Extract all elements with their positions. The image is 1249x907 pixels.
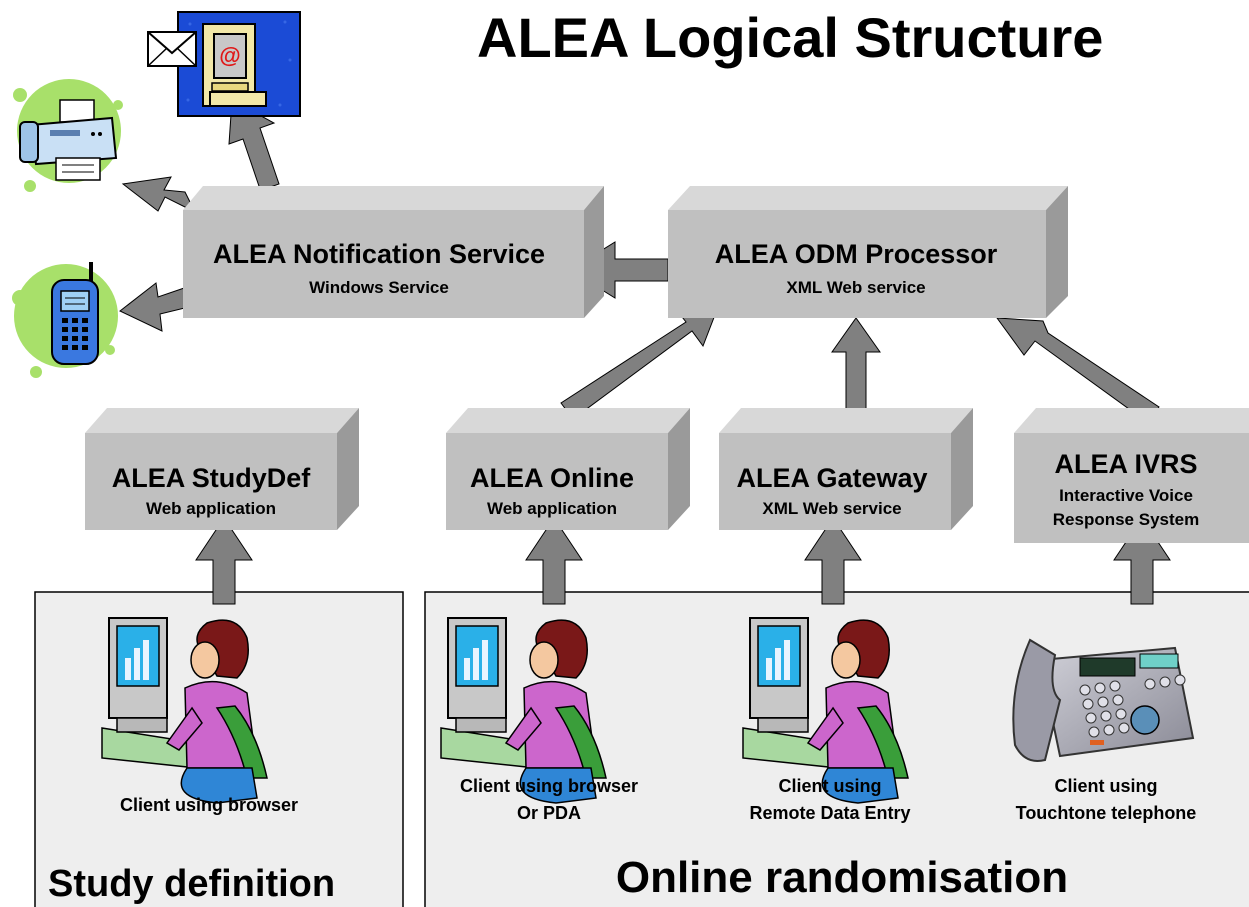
ivrs-subtitle-line1: Interactive Voice xyxy=(1059,486,1193,505)
odm-processor-box: ALEA ODM Processor XML Web service xyxy=(668,186,1068,318)
studydef-box: ALEA StudyDef Web application xyxy=(85,408,359,530)
arrow-ivrs-to-odm xyxy=(995,317,1160,423)
desk-telephone-icon xyxy=(1012,638,1195,762)
arrow-client-to-gateway xyxy=(804,517,862,605)
odm-processor-subtitle: XML Web service xyxy=(786,278,925,297)
mobile-phone-icon xyxy=(12,262,118,378)
gateway-box: ALEA Gateway XML Web service xyxy=(719,408,973,530)
client-telephone-line2: Touchtone telephone xyxy=(1016,803,1197,823)
ivrs-subtitle-line2: Response System xyxy=(1053,510,1199,529)
diagram-title: ALEA Logical Structure xyxy=(477,6,1103,69)
arrow-client-to-studydef xyxy=(195,517,253,605)
fax-icon xyxy=(13,79,123,192)
online-box: ALEA Online Web application xyxy=(446,408,690,530)
online-randomisation-label: Online randomisation xyxy=(616,853,1068,902)
client-browser-label: Client using browser xyxy=(120,795,298,815)
studydef-subtitle: Web application xyxy=(146,499,276,518)
svg-text:@: @ xyxy=(219,43,240,68)
online-subtitle: Web application xyxy=(487,499,617,518)
notification-service-subtitle: Windows Service xyxy=(309,278,449,297)
arrow-client-to-online xyxy=(525,517,583,605)
odm-processor-title: ALEA ODM Processor xyxy=(715,239,998,269)
notification-service-title: ALEA Notification Service xyxy=(213,239,545,269)
arrow-gateway-to-odm xyxy=(831,317,881,411)
online-title: ALEA Online xyxy=(470,463,634,493)
client-rde-line2: Remote Data Entry xyxy=(749,803,910,823)
client-browser-pda-line1: Client using browser xyxy=(460,776,638,796)
gateway-title: ALEA Gateway xyxy=(736,463,927,493)
study-definition-label: Study definition xyxy=(48,863,335,905)
arrow-online-to-odm xyxy=(560,306,719,420)
studydef-title: ALEA StudyDef xyxy=(112,463,312,493)
gateway-subtitle: XML Web service xyxy=(762,499,901,518)
ivrs-box: ALEA IVRS Interactive Voice Response Sys… xyxy=(1014,408,1249,543)
client-telephone-line1: Client using xyxy=(1055,776,1158,796)
email-computer-icon: @ xyxy=(147,11,301,117)
ivrs-title: ALEA IVRS xyxy=(1054,449,1197,479)
client-rde-line1: Client using xyxy=(779,776,882,796)
client-browser-pda-line2: Or PDA xyxy=(517,803,581,823)
notification-service-box: ALEA Notification Service Windows Servic… xyxy=(183,186,604,318)
arrow-notification-to-fax xyxy=(121,176,197,214)
arrow-notification-to-mobile xyxy=(119,282,194,332)
